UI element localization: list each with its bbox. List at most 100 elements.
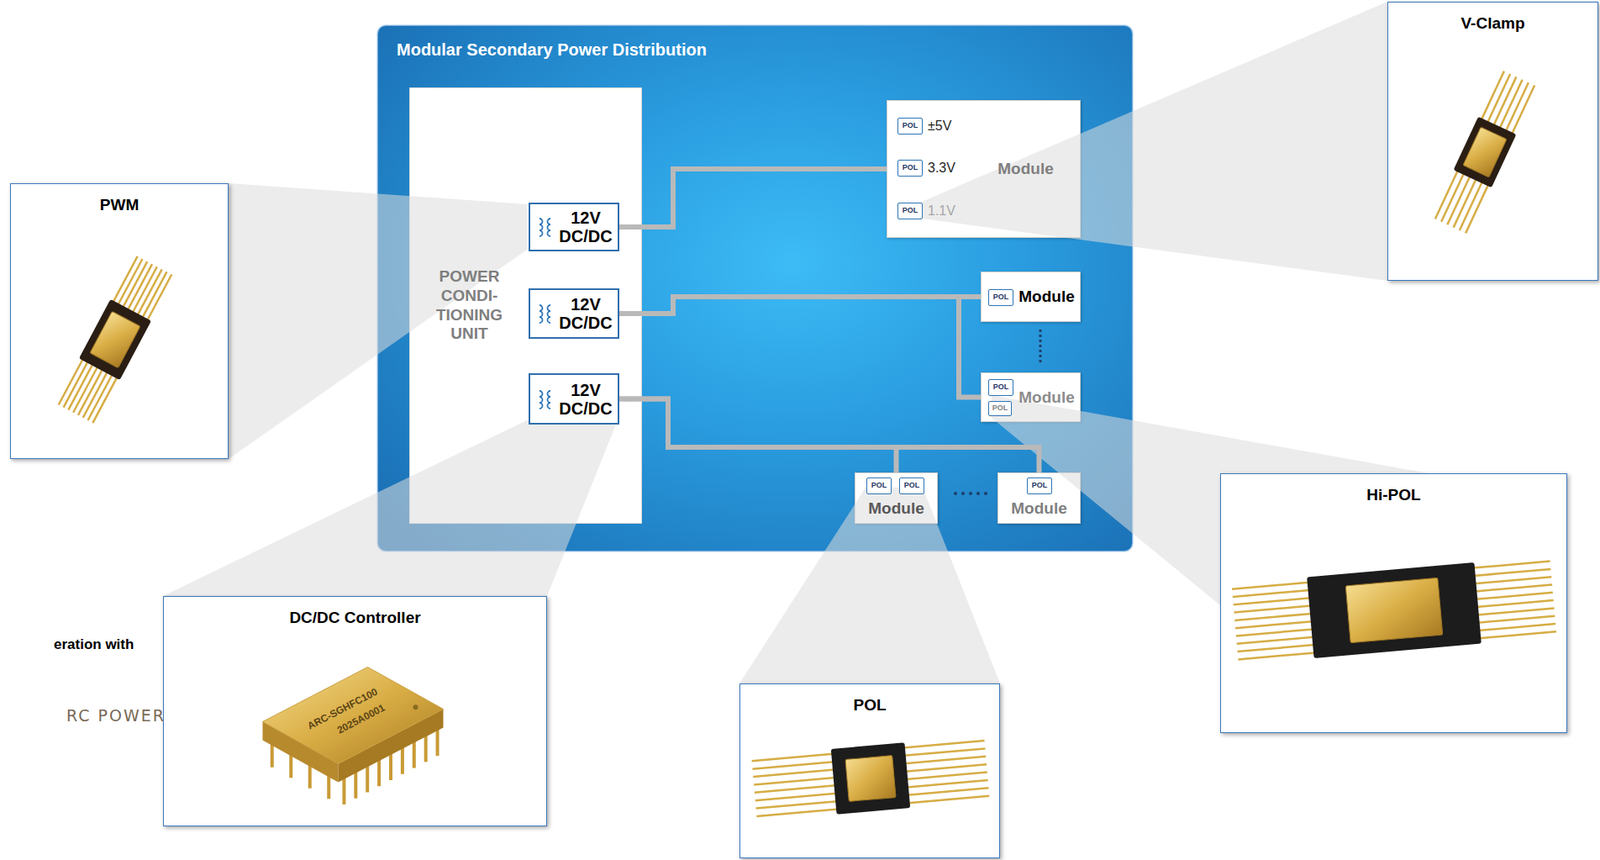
zoom-cone — [163, 420, 618, 596]
chip-lead — [78, 368, 103, 416]
chip-drawing — [751, 735, 990, 822]
chip-drawing — [263, 667, 444, 805]
chip-drawing — [1431, 69, 1538, 236]
label-holder: eration with — [53, 636, 134, 653]
chip-lead — [68, 363, 93, 411]
chip-lid — [1463, 126, 1507, 178]
chip-lead — [907, 787, 990, 795]
power-line — [619, 399, 897, 474]
text-area: POL — [1027, 478, 1052, 494]
label-holder: 1.1V — [927, 203, 956, 219]
chip-lead — [1465, 184, 1489, 233]
pol-chip-box: POL — [988, 289, 1014, 306]
chip-lead — [137, 268, 163, 316]
module-label: Module — [1018, 287, 1075, 306]
chip-lead — [1234, 613, 1312, 621]
chip-lid — [845, 755, 896, 802]
panel-title: Modular Secondary Power Distribution — [396, 40, 707, 60]
chip-pin — [353, 771, 358, 799]
pol-label: POL — [871, 481, 888, 490]
continuation-dots — [1039, 329, 1043, 364]
pol-chip-box: POL — [897, 202, 923, 220]
chip-pin — [326, 774, 331, 799]
chip-lead — [63, 361, 89, 408]
chip-lead — [147, 274, 172, 322]
pol-label: POL — [993, 383, 1010, 392]
chip-lead — [92, 376, 117, 423]
chip-lead — [753, 777, 836, 785]
chip-lead — [906, 779, 989, 787]
label-holder: ±5V — [927, 118, 952, 134]
chip-drawing — [55, 254, 175, 425]
component-callout: PWM — [10, 183, 229, 459]
module-box: ModulePOL — [997, 472, 1081, 524]
chip-lead — [1237, 652, 1316, 659]
power-conditioning-unit: POWER CONDI- TIONING UNIT 12V DC/DC 12V DC… — [409, 87, 643, 524]
component-illustration — [163, 596, 546, 825]
label-holder: RC POWER — [66, 706, 166, 726]
text-area: POL — [989, 379, 1013, 395]
chip-lead — [1235, 621, 1313, 628]
chip-lead — [1473, 561, 1551, 569]
transformer-symbol — [535, 389, 554, 410]
chip-body — [831, 742, 911, 814]
chip-pin — [289, 753, 293, 778]
chip-lead — [752, 761, 834, 769]
pol-chip-box: POL — [899, 477, 925, 495]
chip-lead — [1237, 644, 1316, 652]
chip-lead — [122, 261, 148, 308]
chip-lead — [132, 266, 158, 313]
module-label: Module — [1018, 388, 1075, 407]
module-box: ModulePOLPOLPOL — [886, 100, 1081, 238]
text-area: 12V DC/DC — [557, 376, 615, 422]
chip-pin — [308, 764, 312, 789]
text-area: V-Clamp — [1388, 10, 1598, 37]
text-area: POL — [867, 478, 891, 494]
chip-lead — [1478, 631, 1557, 638]
component-callout: Hi-POL — [1220, 473, 1568, 733]
module-box: ModulePOLPOL — [854, 472, 938, 524]
chip-pin — [389, 752, 393, 780]
chip-lead — [1476, 600, 1554, 607]
pol-label: POL — [902, 206, 919, 216]
converter-label: 12V DC/DC — [557, 208, 614, 246]
component-callout: POL — [739, 683, 1000, 858]
component-illustration — [1221, 473, 1566, 732]
text-area: POL — [898, 160, 922, 176]
converter-label: 12V DC/DC — [557, 380, 614, 418]
text-area: POL — [740, 692, 1000, 718]
text-area: PWM — [10, 192, 228, 218]
chip-lead — [905, 763, 987, 771]
component-callout: DC/DC Controller — [163, 595, 548, 827]
power-line — [619, 168, 887, 227]
pol-label: POL — [1031, 481, 1048, 490]
chip-pin — [365, 764, 369, 792]
chip-lid — [1345, 577, 1443, 643]
voltage-label: 1.1V — [927, 203, 956, 219]
pol-chip-box: POL — [897, 159, 923, 177]
text-area: Hi-POL — [1221, 482, 1567, 508]
voltage-label: ±5V — [927, 118, 952, 134]
component-callout: V-Clamp — [1387, 1, 1599, 281]
callout-title: DC/DC Controller — [289, 608, 421, 627]
chip-lead — [908, 795, 990, 803]
text-area: POL — [989, 401, 1011, 416]
chip-lead — [756, 809, 838, 816]
power-line — [619, 399, 1040, 474]
callout-title: Hi-POL — [1366, 485, 1421, 505]
distribution-panel: Modular Secondary Power DistributionPOWE… — [377, 25, 1133, 552]
chip-pin — [270, 743, 274, 768]
text-area: Module — [857, 494, 936, 522]
unit-label: POWER CONDI- TIONING UNIT — [421, 267, 517, 344]
chip-lead — [1473, 568, 1552, 576]
zoom-cone — [991, 394, 1429, 606]
chip-pin — [377, 758, 381, 786]
power-line — [619, 296, 981, 398]
chip-pin — [424, 734, 428, 762]
chip-lead — [88, 373, 113, 421]
transformer-symbol — [535, 303, 554, 324]
text-area: POL — [898, 203, 922, 219]
chip-lead — [1511, 85, 1535, 135]
pol-label: POL — [993, 293, 1010, 302]
